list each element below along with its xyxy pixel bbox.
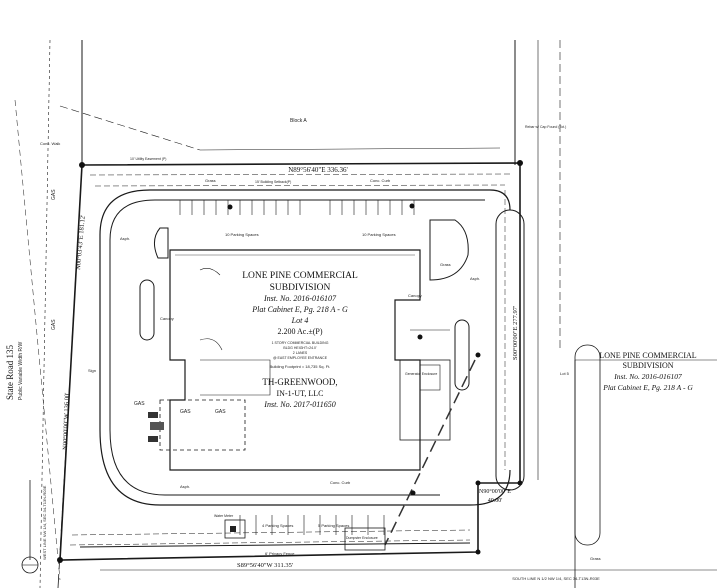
adjacent-subdivision-line1: LONE PINE COMMERCIAL xyxy=(599,351,696,360)
building-note-2: BLDG HEIGHT=24.0' xyxy=(283,346,317,350)
drive-lane-curbs xyxy=(99,189,511,506)
right-of-way-lines xyxy=(14,39,717,588)
sign-label: Sign xyxy=(88,368,96,373)
notch-distance: 40.00' xyxy=(488,498,503,504)
gas-label-pump-2: GAS xyxy=(180,409,191,415)
asph-label-west: Asph. xyxy=(120,236,130,241)
parking-count-north-1: 10 Parking Spaces xyxy=(225,232,259,237)
building-note-1: 1 STORY COMMERCIAL BUILDING xyxy=(272,341,329,345)
south-boundary-bearing: S89°56'40"W 311.35' xyxy=(237,562,293,569)
parking-stalls-south xyxy=(239,515,385,535)
grass-label-east: Grass xyxy=(440,262,451,267)
canopy-label-west: Canopy xyxy=(160,316,174,321)
lot-number: Lot 4 xyxy=(291,316,309,325)
asph-label-south: Asph. xyxy=(180,484,190,489)
section-corner-marker xyxy=(21,556,39,574)
owner-name-line2: IN-1-UT, LLC xyxy=(277,389,324,398)
adjacent-instrument: Inst. No. 2016-016107 xyxy=(613,372,682,381)
owner-name: TH-GREENWOOD, xyxy=(262,377,337,387)
privacy-fence xyxy=(79,542,471,548)
building-footprint xyxy=(169,249,421,471)
easement-lines xyxy=(69,173,511,546)
subdivision-plat: Plat Cabinet E, Pg. 218 A - G xyxy=(251,305,348,314)
grass-label-north: Grass xyxy=(205,178,216,183)
adjacent-plat: Plat Cabinet E, Pg. 218 A - G xyxy=(602,383,693,392)
east-boundary-bearing: S00°00'00"E 277.97' xyxy=(512,306,519,360)
asph-label-east: Asph. xyxy=(470,276,480,281)
west-boundary-bearing-upper: N00°03'43"E 181.12' xyxy=(75,215,87,271)
conc-walk-label: Conc. Walk xyxy=(40,141,60,146)
generator-enclosure xyxy=(399,329,451,441)
conc-curb-label-south: Conc. Curb xyxy=(330,480,351,485)
gas-label-upper: GAS xyxy=(51,189,57,200)
building-note-3: 2 LANES xyxy=(293,351,308,355)
subdivision-instrument: Inst. No. 2016-016107 xyxy=(263,294,337,303)
north-boundary-bearing: N89°56'40"E 336.36' xyxy=(288,166,348,174)
water-meter xyxy=(224,519,246,539)
ada-stall-marker xyxy=(150,422,164,430)
fuel-canopy xyxy=(148,399,246,451)
road-subtitle: Public Variable Width R/W xyxy=(18,341,24,400)
adjacent-subdivision-line2: SUBDIVISION xyxy=(622,361,673,370)
adjacent-lot: Lot 5 xyxy=(560,371,570,376)
parking-count-south-1: 4 Parking Spaces xyxy=(262,523,293,528)
landscape-islands xyxy=(139,209,601,546)
conc-curb-label-north: Conc. Curb xyxy=(370,178,391,183)
building-setback-label: 15' Building Setback(P) xyxy=(255,180,291,184)
south-section-line: SOUTH LINE N 1/2 NW 1/4, SEC 34-T13N-R03… xyxy=(512,576,600,581)
building-footprint-label: Building Footprint = 18,735 Sq. Ft. xyxy=(270,364,331,369)
canopy-label-east: Canopy xyxy=(408,293,422,298)
dumpster-label: Dumpster Enclosure xyxy=(346,536,378,540)
generator-label: Generator Enclosure xyxy=(405,372,437,376)
rebar-label: Rebar w/ Cap Found (Tot.) xyxy=(525,125,566,129)
parking-count-north-2: 10 Parking Spaces xyxy=(362,232,396,237)
dumpster-enclosure xyxy=(344,527,386,551)
west-boundary-bearing-lower: N00°00'00"W 136.00' xyxy=(62,393,71,451)
subdivision-title-line2: SUBDIVISION xyxy=(270,283,331,293)
block-label: Block A xyxy=(290,118,307,124)
water-meter-label: Water Meter xyxy=(214,514,234,518)
west-section-line: WEST LINE NW 1/4, SEC 34-T13N-R03E xyxy=(42,485,47,560)
utility-line xyxy=(227,203,481,546)
grass-label-southeast: Grass xyxy=(590,556,601,561)
notch-bearing: N90°00'00"E xyxy=(479,488,511,495)
building-note-4: @ EAST EMPLOYEE ENTRANCE xyxy=(273,356,328,360)
gas-label-middle: GAS xyxy=(51,319,57,330)
lot-area: 2.200 Ac.±(P) xyxy=(277,327,322,336)
gas-label-pump-3: GAS xyxy=(215,409,226,415)
parking-stalls-north xyxy=(179,200,415,215)
road-name: State Road 135 xyxy=(5,345,15,400)
gas-pump-2 xyxy=(148,436,158,442)
parking-count-south-2: 5 Parking Spaces xyxy=(318,523,349,528)
property-boundary xyxy=(57,160,523,563)
gas-label-pump-1: GAS xyxy=(134,401,145,407)
subdivision-title-line1: LONE PINE COMMERCIAL xyxy=(242,271,358,281)
utility-easement-label: 10' Utility Easement (P) xyxy=(130,157,166,161)
privacy-fence-label: 6' Privacy Fence xyxy=(265,551,295,556)
owner-instrument: Inst. No. 2017-011650 xyxy=(263,400,335,409)
gas-pump-1 xyxy=(148,412,158,418)
